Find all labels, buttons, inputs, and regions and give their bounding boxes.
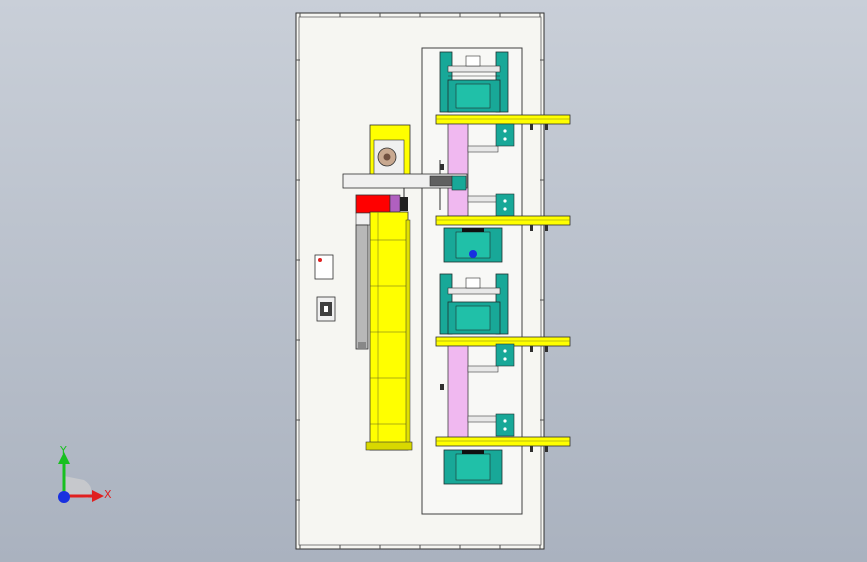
upper-clamp-top[interactable] [439, 51, 509, 113]
lower-clamp-top[interactable] [439, 273, 509, 335]
x-axis-label: X [104, 488, 112, 501]
lower-pink-slide[interactable] [447, 345, 469, 439]
rail-4[interactable] [435, 436, 571, 447]
rail-1[interactable] [435, 114, 571, 125]
conveyor-belt[interactable] [369, 211, 409, 451]
rail-2[interactable] [435, 215, 571, 226]
y-axis-label: Y [59, 444, 67, 457]
upper-clamp-bottom[interactable] [443, 227, 503, 263]
coordinate-triad[interactable]: Y X [58, 444, 112, 503]
upper-green-block-a[interactable] [495, 123, 515, 147]
upper-green-block-b[interactable] [495, 193, 515, 217]
lower-clamp-bottom[interactable] [443, 449, 503, 485]
frame-edge-marks [296, 13, 544, 549]
rail-brackets [440, 124, 548, 452]
gray-arm[interactable] [355, 224, 369, 350]
control-box-upper[interactable] [314, 254, 334, 280]
red-actuator[interactable] [355, 194, 391, 214]
upper-pink-slide[interactable] [447, 123, 469, 217]
z-axis-dot [58, 491, 70, 503]
conveyor-assembly[interactable] [342, 124, 468, 451]
lower-green-block-b[interactable] [495, 413, 515, 437]
lower-station[interactable] [435, 273, 571, 485]
lower-green-block-a[interactable] [495, 343, 515, 367]
purple-actuator[interactable] [389, 194, 401, 214]
upper-station[interactable] [435, 51, 571, 263]
